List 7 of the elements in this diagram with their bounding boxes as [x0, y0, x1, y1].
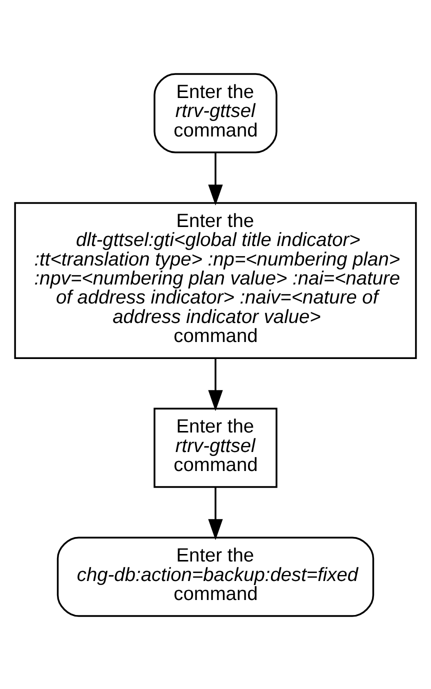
arrow	[208, 152, 223, 206]
node-box: Enter the rtrv-gttsel command	[154, 72, 278, 153]
arrow	[208, 358, 223, 411]
node-box: Enter the chg-db:action=backup:dest=fixed command	[56, 536, 374, 616]
node-box: Enter the dlt-gttsel:gti<global title indicator> :tt<translation type> :np=<numbering plan> :npv=<numbering plan value> :nai=<nature of address indicator> :naiv=<nature of address indicator value> command	[14, 202, 417, 358]
arrow	[208, 486, 223, 540]
node-box: Enter the rtrv-gttsel command	[154, 407, 278, 488]
